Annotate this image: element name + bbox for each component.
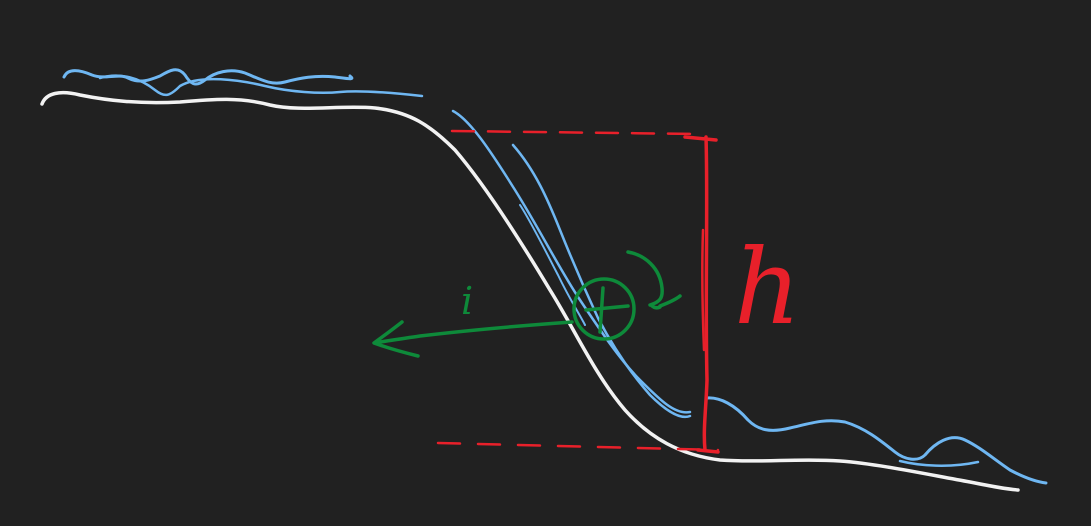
- water-surface-upper-2: [98, 74, 424, 98]
- water-falling-stream-mid: [519, 204, 586, 326]
- current-label: i: [461, 279, 473, 323]
- height-bar-inner: [701, 228, 706, 352]
- water-falling-stream-inner: [511, 143, 692, 419]
- generator-circle: [572, 277, 636, 341]
- water-surface-lower-2: [898, 459, 980, 467]
- current-arrow-icon: [372, 320, 574, 358]
- water-surface-lower: [705, 396, 1048, 485]
- height-bar: [683, 135, 720, 454]
- generator-plus-icon: [584, 286, 630, 334]
- height-dashed-bottom: [436, 441, 720, 452]
- water-falling-stream-outer: [451, 109, 692, 414]
- height-label: h: [734, 226, 801, 348]
- height-dashed-top: [450, 129, 702, 136]
- rotation-arrow-icon: [626, 250, 682, 310]
- terrain-profile: [40, 91, 1020, 492]
